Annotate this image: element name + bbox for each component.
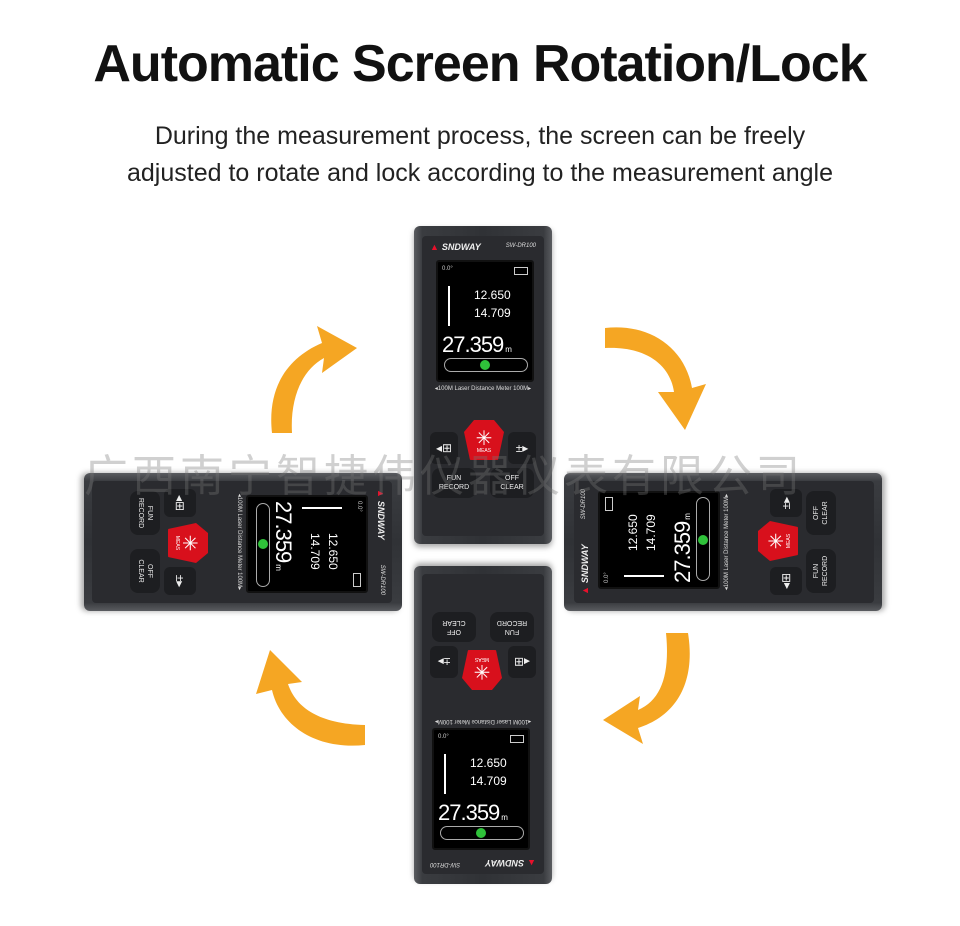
value-top: 12.650	[626, 514, 640, 551]
rotate-arrow-icon	[603, 633, 690, 744]
lcd-screen: 0.0° 12.650 14.709 27.359m	[598, 491, 720, 589]
distance-indicator	[448, 286, 450, 326]
meas-button[interactable]: ✳MEAS	[464, 420, 504, 460]
subtitle-line-2: adjusted to rotate and lock according to…	[127, 159, 833, 187]
angle-readout: 0.0°	[442, 266, 453, 272]
distance-indicator	[444, 754, 446, 794]
laser-meter-inverted: ▲SNDWAY SW-DR100 0.0° 12.650 14.709 27.3…	[414, 566, 552, 884]
brand-logo: ▲SNDWAY	[485, 858, 536, 868]
meas-button[interactable]: ✳MEAS	[168, 523, 208, 563]
area-button[interactable]: ◂⊞	[770, 567, 802, 595]
status-bar: 0.0°	[442, 266, 528, 276]
status-bar: 0.0°	[352, 501, 362, 587]
page-subtitle: During the measurement process, the scre…	[0, 118, 960, 192]
level-indicator	[444, 358, 528, 372]
distance-indicator	[624, 575, 664, 577]
brand-logo: ▲SNDWAY	[430, 242, 481, 252]
brand-logo: ▲SNDWAY	[580, 544, 590, 595]
value-top: 12.650	[326, 533, 340, 570]
lcd-screen: 0.0° 12.650 14.709 27.359m	[246, 495, 368, 593]
model-label: SW-DR100	[379, 564, 385, 595]
distance-indicator	[302, 507, 342, 509]
page-title: Automatic Screen Rotation/Lock	[93, 35, 867, 93]
value-bottom: 14.709	[470, 774, 507, 788]
model-label: SW-DR100	[505, 243, 536, 249]
laser-meter-upright: ▲SNDWAY SW-DR100 0.0° 12.650 14.709 27.3…	[414, 226, 552, 544]
value-bottom: 14.709	[308, 533, 322, 570]
main-reading: 27.359m	[271, 501, 296, 570]
status-bar: 0.0°	[438, 734, 524, 744]
level-indicator	[256, 503, 270, 587]
range-label: ◂100M Laser Distance Meter 100M▸	[434, 718, 532, 724]
level-indicator	[440, 826, 524, 840]
battery-icon	[514, 267, 528, 275]
plus-minus-button[interactable]: ±▸	[508, 432, 536, 464]
rotate-arrow-icon	[271, 326, 357, 433]
area-button[interactable]: ◂⊞	[430, 432, 458, 464]
value-top: 12.650	[474, 288, 511, 302]
laser-star-icon: ✳	[473, 660, 491, 682]
subtitle-line-1: During the measurement process, the scre…	[154, 122, 806, 150]
area-button[interactable]: ◂⊞	[508, 646, 536, 678]
value-bottom: 14.709	[474, 306, 511, 320]
laser-star-icon: ✳	[178, 534, 200, 552]
level-indicator	[696, 497, 710, 581]
plus-minus-button[interactable]: ±▸	[430, 646, 458, 678]
main-reading: 27.359m	[670, 514, 695, 583]
range-label: ◂100M Laser Distance Meter 100M▸	[434, 386, 532, 392]
meas-button[interactable]: ✳MEAS	[462, 650, 502, 690]
battery-icon	[353, 573, 361, 587]
plus-minus-button[interactable]: ±▸	[164, 567, 196, 595]
battery-icon	[510, 735, 524, 743]
meas-button[interactable]: ✳MEAS	[758, 521, 798, 561]
value-bottom: 14.709	[644, 514, 658, 551]
status-bar: 0.0°	[604, 497, 614, 583]
watermark-text: 广西南宁智捷伟仪器仪表有限公司	[84, 451, 804, 502]
laser-star-icon: ✳	[475, 428, 493, 450]
rotate-arrow-icon	[256, 650, 365, 746]
value-top: 12.650	[470, 756, 507, 770]
model-label: SW-DR100	[430, 861, 461, 867]
rotate-arrow-icon	[605, 327, 706, 430]
